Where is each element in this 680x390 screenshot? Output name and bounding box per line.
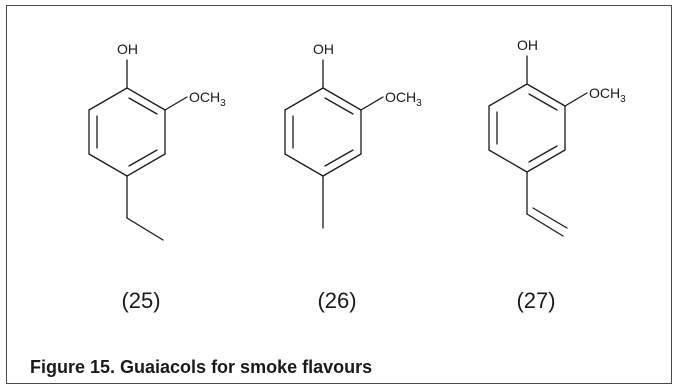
benzene-ring-27 [488,83,566,173]
compound-number-27: (27) [516,288,556,313]
vinyl-double-bond-outer [526,213,564,237]
structure-25: OH OCH3 [88,41,226,241]
vinyl-double-bond-inner [532,207,568,229]
methoxy-bond-27 [564,92,588,107]
hydroxyl-label-27: OH [517,37,538,53]
ethyl-bond-2 [126,217,164,241]
methoxy-bond-25 [164,96,188,111]
figure-panel: OH OCH3 OH OCH3 [6,5,672,384]
structure-27: OH OCH3 [488,37,626,237]
benzene-ring-26 [284,87,362,177]
methoxy-label-27: OCH3 [589,85,626,105]
hydroxyl-label-26: OH [313,41,334,57]
compound-number-25: (25) [121,288,161,313]
molecule-26: OH OCH3 [231,26,431,266]
molecule-25: OH OCH3 [35,26,235,266]
molecule-27: OH OCH3 [435,22,635,262]
methoxy-bond-26 [360,96,384,111]
figure-caption: Figure 15. Guaiacols for smoke flavours [30,357,373,377]
compound-number-26: (26) [317,288,357,313]
benzene-ring-25 [88,87,166,177]
hydroxyl-label-25: OH [117,41,138,57]
methoxy-label-25: OCH3 [189,89,226,109]
structure-26: OH OCH3 [284,41,422,229]
methoxy-label-26: OCH3 [385,89,422,109]
